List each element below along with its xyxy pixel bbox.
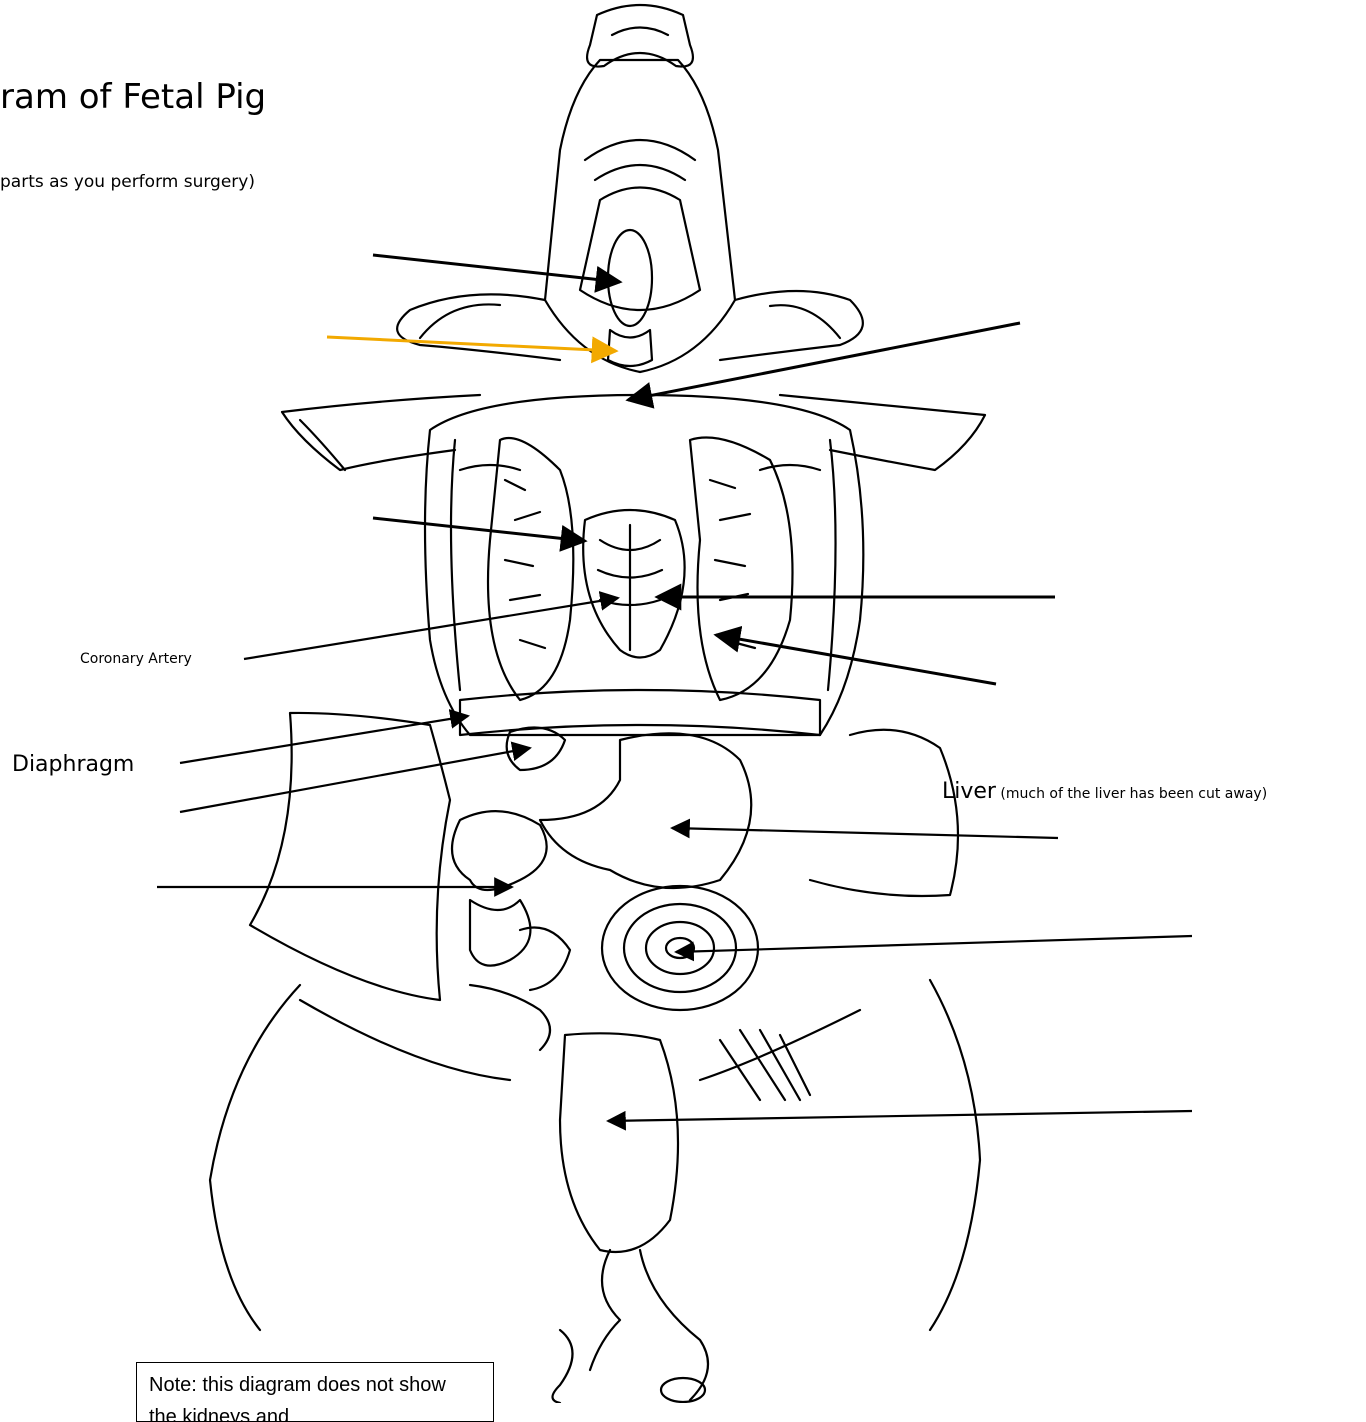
right-abdominal-flap [810,730,958,896]
left-abdominal-flap [250,713,450,1000]
arrow-large-intestine [676,936,1192,952]
umbilical-cord [553,1330,573,1403]
pig-outline [210,5,985,1403]
label-liver-main: Liver [942,779,996,804]
label-liver: Liver (much of the liver has been cut aw… [942,779,1267,804]
urinary-bladder [560,1033,678,1252]
spiral-colon [602,886,758,1010]
stomach [540,733,751,888]
right-foreleg [780,395,985,470]
note-line-2: the kidneys and [149,1401,481,1422]
arrow-glottis [373,255,620,282]
note-box: Note: this diagram does not show the kid… [136,1362,494,1422]
arrow-left-atrium [373,518,585,541]
arrow-liver-lobe [180,748,530,812]
note-line-1: Note: this diagram does not show [149,1369,481,1401]
arrow-stomach [672,828,1058,838]
right-hindleg [930,980,980,1330]
arrow-thymus [628,323,1020,400]
head [545,60,735,372]
liver-lobe [507,728,565,771]
label-coronary-artery: Coronary Artery [80,651,192,667]
left-hindleg [210,985,300,1330]
label-liver-note: (much of the liver has been cut away) [1000,786,1267,802]
torso [425,395,863,735]
arrow-diaphragm [180,716,468,763]
left-lung [488,438,573,700]
snout [587,5,693,67]
label-diaphragm: Diaphragm [12,752,134,777]
glottis [608,230,652,326]
diaphragm-band [460,690,820,735]
small-intestine [452,811,547,890]
right-ear [720,291,863,360]
heart [583,510,684,658]
right-lung [690,438,793,701]
arrow-bladder [608,1111,1192,1121]
